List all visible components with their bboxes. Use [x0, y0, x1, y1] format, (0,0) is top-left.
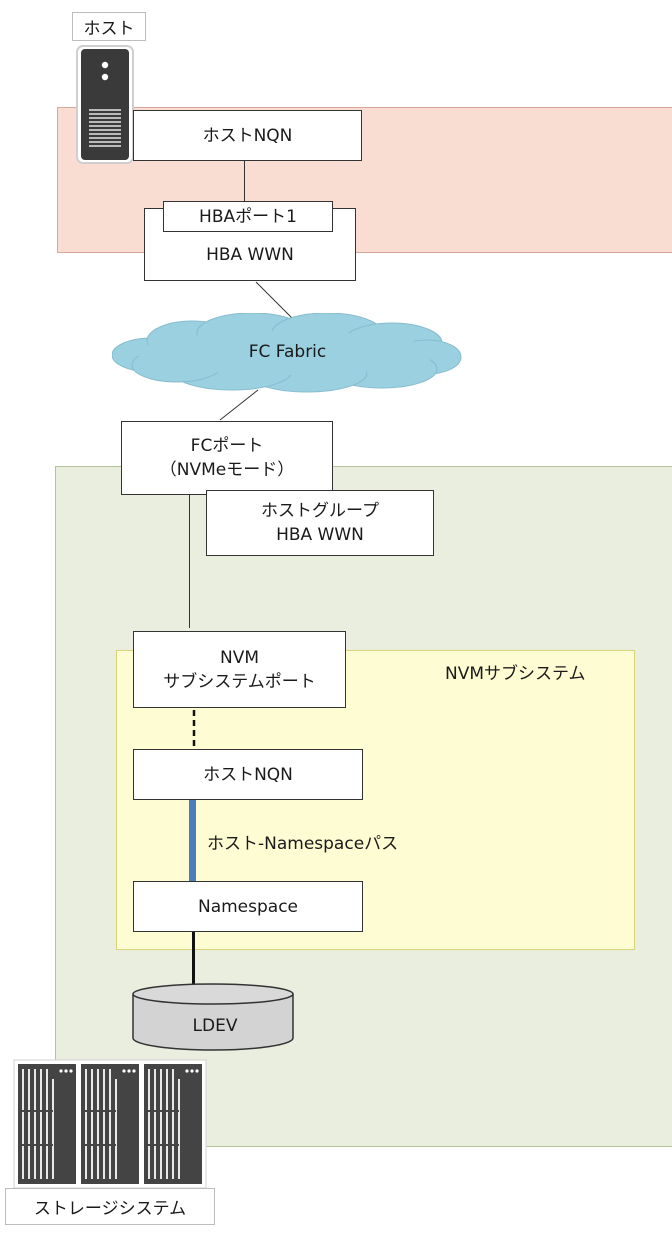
nvm-subsystem-label: NVMサブシステム	[445, 664, 586, 684]
host-server-icon	[76, 45, 134, 164]
nvm-subsystem-port-box: NVM サブシステムポート	[133, 631, 346, 708]
dashed-connector	[192, 710, 196, 748]
hba-port-label: HBAポート1	[199, 206, 297, 227]
namespace-ldev-connector	[192, 932, 195, 987]
storage-system-label: ストレージシステム	[5, 1188, 215, 1225]
namespace-label: Namespace	[197, 896, 299, 917]
nvm-port-label-line2: サブシステムポート	[163, 671, 316, 692]
nvm-host-nqn-label: ホストNQN	[203, 764, 293, 785]
host-group-label-line2: HBA WWN	[276, 525, 364, 545]
host-nqn-box: ホストNQN	[133, 110, 362, 161]
nvm-host-nqn-box: ホストNQN	[133, 749, 363, 800]
host-namespace-path-label: ホスト-Namespaceパス	[207, 834, 399, 854]
ldev-disk-icon	[132, 983, 294, 1051]
fc-port-label-line1: FCポート	[190, 436, 264, 456]
fabric-connectors	[219, 281, 295, 421]
fc-port-box: FCポート （NVMeモード）	[121, 421, 333, 495]
host-nqn-connector	[244, 161, 245, 204]
hba-wwn-label: HBA WWN	[206, 245, 294, 265]
host-group-label-line1: ホストグループ	[261, 501, 379, 521]
namespace-box: Namespace	[133, 881, 363, 932]
host-namespace-path	[189, 800, 196, 882]
ldev-label: LDEV	[192, 1016, 238, 1036]
fc-fabric-label: FC Fabric	[248, 342, 327, 362]
hba-port-box: HBAポート1	[163, 201, 333, 232]
fc-port-connector	[189, 495, 190, 628]
fc-port-label-line2: （NVMeモード）	[159, 460, 295, 480]
host-group-box: ホストグループ HBA WWN	[206, 490, 434, 556]
fc-fabric-cloud-icon	[112, 313, 462, 393]
nvm-port-label-line1: NVM	[219, 647, 259, 668]
host-label: ホスト	[72, 12, 146, 41]
storage-system-icon	[13, 1059, 207, 1189]
host-nqn-label: ホストNQN	[202, 125, 293, 146]
